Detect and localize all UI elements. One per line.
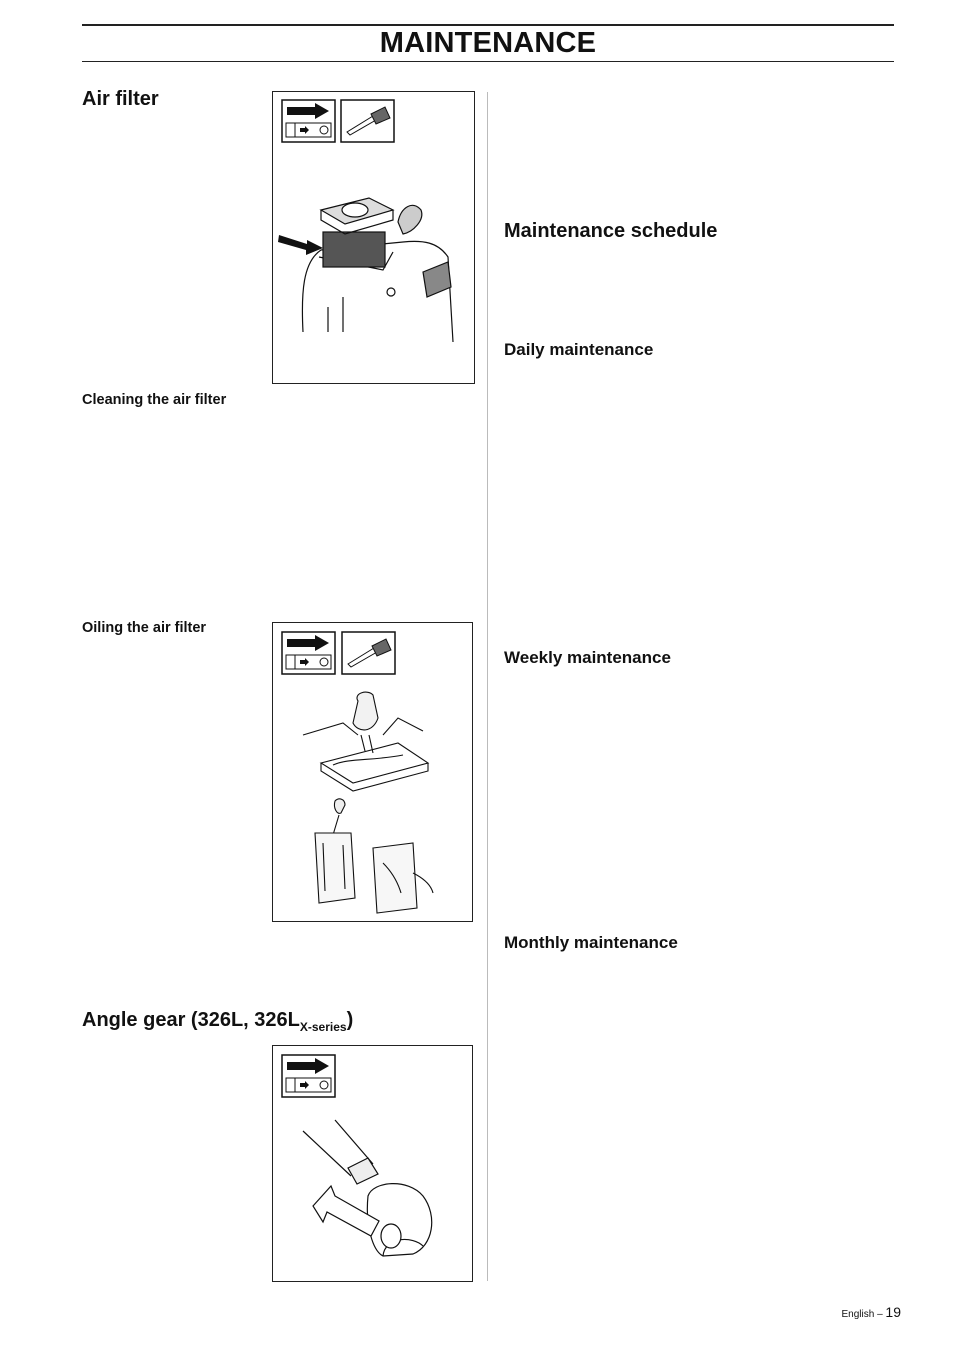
angle-gear-subscript: X-series bbox=[299, 1020, 347, 1034]
washing-filter-illustration-icon bbox=[302, 691, 430, 792]
weekly-maintenance-heading: Weekly maintenance bbox=[504, 648, 671, 667]
footer-language: English – bbox=[841, 1309, 883, 1320]
air-filter-illustration-icon bbox=[278, 197, 454, 343]
monthly-maintenance-heading: Monthly maintenance bbox=[504, 933, 678, 952]
oiling-figure bbox=[272, 622, 473, 922]
header-bottom-rule bbox=[82, 61, 894, 62]
brush-icon bbox=[341, 631, 396, 675]
engine-stop-icon bbox=[281, 99, 336, 143]
air-filter-heading: Air filter bbox=[82, 88, 159, 110]
header-top-rule bbox=[82, 24, 894, 26]
oiling-air-filter-heading: Oiling the air filter bbox=[82, 620, 207, 636]
maintenance-schedule-heading: Maintenance schedule bbox=[504, 220, 718, 242]
page-title: MAINTENANCE bbox=[379, 27, 597, 59]
air-filter-figure bbox=[272, 91, 475, 384]
angle-gear-figure bbox=[272, 1045, 473, 1282]
daily-maintenance-heading: Daily maintenance bbox=[504, 340, 654, 359]
angle-gear-heading-close: ) bbox=[346, 1009, 354, 1031]
brush-icon bbox=[340, 99, 395, 143]
engine-stop-icon bbox=[281, 631, 336, 675]
oil-bottle-bag-illustration-icon bbox=[314, 798, 434, 914]
angle-gear-illustration-icon bbox=[302, 1119, 433, 1257]
page-footer: English – 19 bbox=[842, 1304, 902, 1320]
column-divider bbox=[487, 92, 488, 1281]
angle-gear-heading-text: Angle gear (326L, 326L bbox=[82, 1009, 300, 1031]
page-number: 19 bbox=[885, 1304, 901, 1320]
engine-stop-icon bbox=[281, 1054, 336, 1098]
cleaning-air-filter-heading: Cleaning the air filter bbox=[82, 392, 227, 408]
angle-gear-heading: Angle gear (326L, 326LX-series) bbox=[82, 1009, 353, 1034]
